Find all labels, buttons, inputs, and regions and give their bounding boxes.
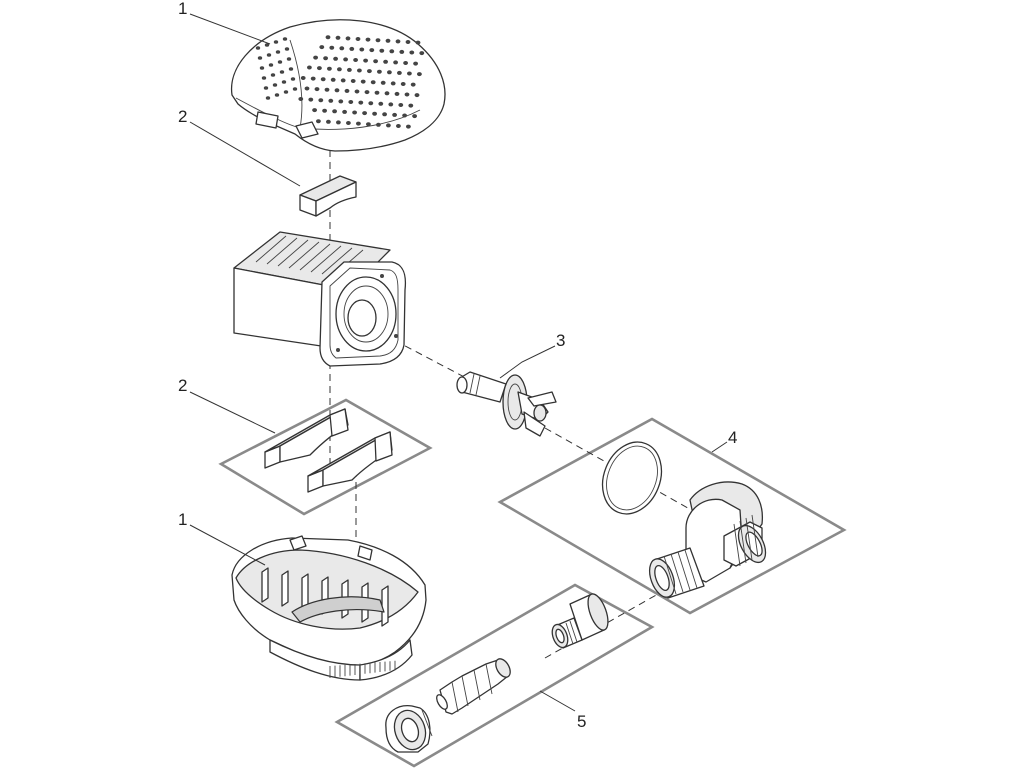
motor-housing — [233, 231, 407, 367]
label-base: 1 — [178, 510, 187, 529]
elbow-kit-panel — [497, 417, 847, 615]
hose-kit-panel — [334, 583, 655, 768]
threaded-union — [551, 593, 609, 649]
union-nut — [385, 705, 433, 753]
hose-tail-stepped — [436, 658, 511, 715]
label-elbow-kit: 4 — [728, 428, 737, 447]
strainer-cover-top — [230, 19, 446, 152]
label-cover-top: 1 — [178, 0, 187, 18]
label-hose-kit: 5 — [577, 712, 586, 731]
clamps-set — [264, 408, 393, 493]
label-clamp-top: 2 — [178, 107, 187, 126]
leader-lines — [189, 13, 728, 712]
elbow-connector — [648, 481, 767, 599]
label-clamps-set: 2 — [178, 376, 187, 395]
strainer-base — [231, 535, 427, 681]
label-impeller: 3 — [556, 331, 565, 350]
clamp-top — [299, 175, 357, 217]
clamps-kit-panel — [218, 398, 433, 516]
o-ring — [601, 441, 663, 515]
impeller — [456, 371, 557, 437]
